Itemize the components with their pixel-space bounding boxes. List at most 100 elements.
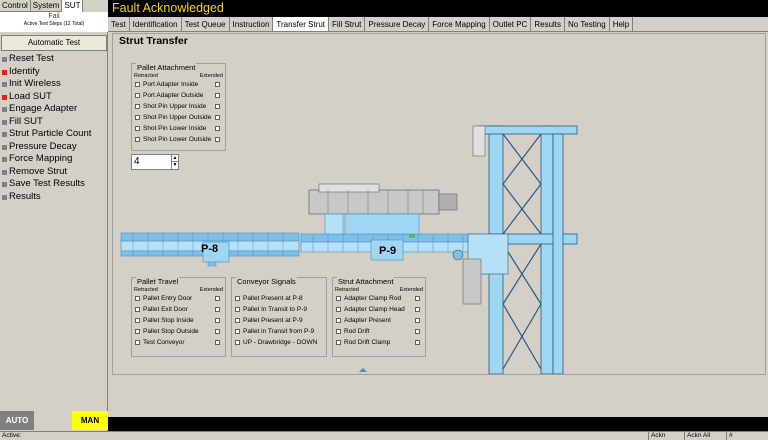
retracted-checkbox[interactable] — [235, 340, 240, 345]
station-label-p8: P-8 — [201, 243, 218, 255]
menu-item-outlet-pc[interactable]: Outlet PC — [490, 17, 532, 31]
menu-item-help[interactable]: Help — [610, 17, 634, 31]
retracted-checkbox[interactable] — [135, 115, 140, 120]
test-tower — [478, 125, 578, 374]
extended-checkbox[interactable] — [415, 296, 420, 301]
test-step-item[interactable]: Pressure Decay — [0, 141, 108, 154]
retracted-checkbox[interactable] — [235, 307, 240, 312]
retracted-checkbox[interactable] — [135, 82, 140, 87]
col-retracted: Retracted — [134, 73, 158, 79]
retracted-checkbox[interactable] — [336, 340, 341, 345]
hash-button[interactable]: # — [726, 432, 735, 440]
test-step-item[interactable]: Save Test Results — [0, 178, 108, 191]
extended-checkbox[interactable] — [215, 318, 220, 323]
test-step-item[interactable]: Results — [0, 191, 108, 204]
test-step-item[interactable]: Load SUT — [0, 91, 108, 104]
tab-system[interactable]: System — [30, 0, 63, 12]
acknowledge-all-button[interactable]: Ackn All — [684, 432, 712, 440]
extended-checkbox[interactable] — [215, 307, 220, 312]
test-step-item[interactable]: Reset Test — [0, 53, 108, 66]
manual-mode-button[interactable]: MAN — [72, 411, 108, 430]
test-step-label: Pressure Decay — [9, 140, 77, 152]
test-step-label: Remove Strut — [9, 165, 68, 177]
extended-checkbox[interactable] — [215, 104, 220, 109]
extended-checkbox[interactable] — [215, 340, 220, 345]
retracted-checkbox[interactable] — [135, 329, 140, 334]
status-bar: Active: Ackn Ackn All # — [0, 431, 768, 440]
menu-item-no-testing[interactable]: No Testing — [565, 17, 610, 31]
extended-checkbox[interactable] — [215, 93, 220, 98]
retracted-checkbox[interactable] — [336, 329, 341, 334]
retracted-checkbox[interactable] — [135, 104, 140, 109]
menu-item-test-queue[interactable]: Test Queue — [182, 17, 230, 31]
retracted-checkbox[interactable] — [235, 329, 240, 334]
menu-item-force-mapping[interactable]: Force Mapping — [429, 17, 490, 31]
retracted-checkbox[interactable] — [235, 296, 240, 301]
col-extended: Extended — [199, 73, 223, 79]
extended-checkbox[interactable] — [415, 340, 420, 345]
menu-item-transfer-strut[interactable]: Transfer Strut — [273, 17, 330, 31]
pallet-attachment-group: Pallet Attachment Retracted Extended Por… — [131, 63, 226, 151]
test-step-label: Results — [9, 190, 41, 202]
signal-label: Port Adapter Outside — [143, 92, 204, 99]
extended-checkbox[interactable] — [215, 115, 220, 120]
menu-item-instruction[interactable]: Instruction — [230, 17, 274, 31]
automatic-test-button[interactable]: Automatic Test — [1, 35, 107, 51]
group-title: Pallet Travel — [136, 277, 180, 286]
spinner-up-icon[interactable]: ▲ — [171, 155, 178, 162]
strut-attachment-group: Strut Attachment Retracted Extended Adap… — [332, 277, 426, 357]
extended-checkbox[interactable] — [215, 137, 220, 142]
test-step-item[interactable]: Engage Adapter — [0, 103, 108, 116]
fault-banner: Fault Acknowledged — [108, 0, 768, 17]
spinner-value[interactable]: 4 — [134, 156, 140, 167]
test-step-item[interactable]: Fill SUT — [0, 116, 108, 129]
step-status-icon — [2, 182, 7, 187]
test-result-text: Fail — [48, 13, 60, 20]
menu-item-fill-strut[interactable]: Fill Strut — [329, 17, 366, 31]
tab-control[interactable]: Control — [0, 0, 31, 12]
active-label: Active: — [2, 432, 22, 439]
extended-checkbox[interactable] — [215, 329, 220, 334]
retracted-checkbox[interactable] — [336, 307, 341, 312]
acknowledge-button[interactable]: Ackn — [648, 432, 667, 440]
retracted-checkbox[interactable] — [336, 296, 341, 301]
test-step-item[interactable]: Identify — [0, 66, 108, 79]
retracted-checkbox[interactable] — [336, 318, 341, 323]
menu-item-identification[interactable]: Identification — [130, 17, 182, 31]
step-status-icon — [2, 82, 7, 87]
tab-sut[interactable]: SUT — [62, 0, 84, 12]
retracted-checkbox[interactable] — [135, 296, 140, 301]
pallet-number-spinner[interactable]: 4 ▲ ▼ — [131, 154, 179, 170]
step-status-icon — [2, 107, 7, 112]
test-step-label: Init Wireless — [9, 78, 61, 89]
extended-checkbox[interactable] — [415, 318, 420, 323]
step-status-icon — [2, 132, 7, 137]
retracted-checkbox[interactable] — [235, 318, 240, 323]
extended-checkbox[interactable] — [215, 296, 220, 301]
test-step-label: Reset Test — [9, 53, 54, 64]
test-step-item[interactable]: Force Mapping — [0, 153, 108, 166]
extended-checkbox[interactable] — [415, 307, 420, 312]
retracted-checkbox[interactable] — [135, 307, 140, 312]
spinner-down-icon[interactable]: ▼ — [171, 162, 178, 169]
retracted-checkbox[interactable] — [135, 318, 140, 323]
retracted-checkbox[interactable] — [135, 137, 140, 142]
auto-mode-button[interactable]: AUTO — [0, 411, 34, 430]
signal-label: UP - Drawbridge - DOWN — [243, 339, 318, 346]
signal-label: Pallet Present at P-9 — [243, 317, 303, 324]
retracted-checkbox[interactable] — [135, 126, 140, 131]
menu-item-pressure-decay[interactable]: Pressure Decay — [365, 17, 430, 31]
col-extended: Extended — [399, 287, 423, 293]
menu-item-results[interactable]: Results — [531, 17, 566, 31]
retracted-checkbox[interactable] — [135, 93, 140, 98]
retracted-checkbox[interactable] — [135, 340, 140, 345]
page-title: Strut Transfer — [119, 35, 188, 47]
test-step-item[interactable]: Remove Strut — [0, 166, 108, 179]
extended-checkbox[interactable] — [215, 126, 220, 131]
test-step-item[interactable]: Init Wireless — [0, 78, 108, 91]
test-step-item[interactable]: Strut Particle Count — [0, 128, 108, 141]
menu-item-test[interactable]: Test — [108, 17, 130, 31]
extended-checkbox[interactable] — [215, 82, 220, 87]
extended-checkbox[interactable] — [415, 329, 420, 334]
